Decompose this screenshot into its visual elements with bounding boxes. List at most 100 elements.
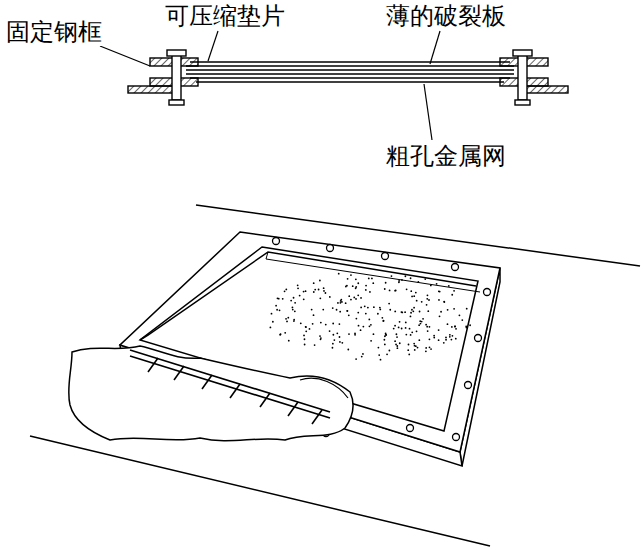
texture-dot [451, 294, 453, 296]
texture-dot [332, 323, 334, 325]
texture-dot [304, 344, 306, 346]
texture-dot [438, 339, 440, 341]
texture-dot [409, 328, 411, 330]
texture-dot [339, 341, 341, 343]
texture-dot [389, 290, 391, 292]
texture-dot [445, 339, 447, 341]
bolt-holes [453, 434, 460, 441]
texture-dot [303, 334, 305, 336]
texture-dot [311, 309, 313, 311]
texture-dot [304, 338, 306, 340]
texture-dot [417, 281, 419, 283]
texture-dot [436, 283, 438, 285]
texture-dot [314, 289, 316, 291]
texture-dot [275, 305, 277, 307]
rupture-plate-layer [186, 65, 514, 66]
texture-dot [282, 298, 284, 300]
texture-dot [323, 287, 325, 289]
texture-dot [373, 333, 375, 335]
texture-dot [443, 301, 445, 303]
texture-dot [355, 278, 357, 280]
texture-dot [407, 349, 409, 351]
texture-dot [419, 311, 421, 313]
texture-dot [372, 282, 374, 284]
texture-dot [271, 313, 273, 315]
texture-dot [368, 319, 370, 321]
texture-dot [378, 347, 380, 349]
texture-dot [429, 326, 431, 328]
texture-dot [369, 325, 371, 327]
texture-dot [453, 290, 455, 292]
texture-dot [368, 278, 370, 280]
texture-dot [447, 309, 449, 311]
texture-dot [332, 347, 334, 349]
texture-dot [286, 321, 288, 323]
texture-dot [288, 340, 290, 342]
texture-dot [272, 321, 274, 323]
texture-dot [338, 323, 340, 325]
texture-dot [341, 342, 343, 344]
texture-dot [426, 326, 428, 328]
texture-dot [410, 290, 412, 292]
texture-dot [303, 298, 305, 300]
texture-dot [394, 311, 396, 313]
texture-dot [325, 324, 327, 326]
texture-dot [384, 288, 386, 290]
texture-dot [454, 326, 456, 328]
texture-dot [399, 321, 401, 323]
texture-dot [364, 305, 366, 307]
bolt [172, 54, 181, 100]
texture-dot [303, 291, 305, 293]
texture-dot [429, 346, 431, 348]
texture-dot [361, 356, 363, 358]
texture-dot [347, 349, 349, 351]
texture-dot [443, 301, 445, 303]
texture-dot [292, 309, 294, 311]
texture-dot [410, 316, 412, 318]
texture-dot [355, 298, 357, 300]
texture-dot [455, 328, 457, 330]
texture-dot [424, 278, 426, 280]
texture-dot [401, 311, 403, 313]
texture-dot [346, 310, 348, 312]
texture-dot [413, 307, 415, 309]
texture-dot [430, 285, 432, 287]
texture-dot [370, 340, 372, 342]
bolt-holes [327, 245, 334, 252]
texture-dot [336, 309, 338, 311]
texture-dot [454, 326, 456, 328]
bolt [518, 54, 527, 100]
texture-dot [270, 327, 272, 329]
texture-dot [385, 282, 387, 284]
frame-inner-rim [266, 252, 480, 292]
texture-dot [449, 334, 451, 336]
bolt-holes [382, 253, 389, 260]
part-label: 薄的破裂板 [384, 2, 508, 30]
texture-dot [318, 289, 320, 291]
mesh-bars [288, 402, 298, 416]
texture-dot [357, 294, 359, 296]
texture-dot [314, 344, 316, 346]
cutaway [69, 346, 353, 441]
texture-dot [427, 294, 429, 296]
texture-dot [427, 330, 429, 332]
texture-dot [449, 336, 451, 338]
texture-dot [383, 320, 385, 322]
texture-dot [348, 333, 350, 335]
texture-dot [418, 324, 420, 326]
texture-dot [394, 325, 396, 327]
texture-dot [445, 337, 447, 339]
texture-dot [371, 278, 373, 280]
bolt-holes [475, 335, 482, 342]
mesh-bars [130, 356, 330, 418]
texture-dot [347, 278, 349, 280]
texture-dot [408, 344, 410, 346]
texture-dot [346, 310, 348, 312]
texture-dot [414, 345, 416, 347]
texture-dot [332, 334, 334, 336]
texture-dot [284, 290, 286, 292]
texture-dot [415, 292, 417, 294]
texture-dot [386, 353, 388, 355]
texture-dot [438, 290, 440, 292]
